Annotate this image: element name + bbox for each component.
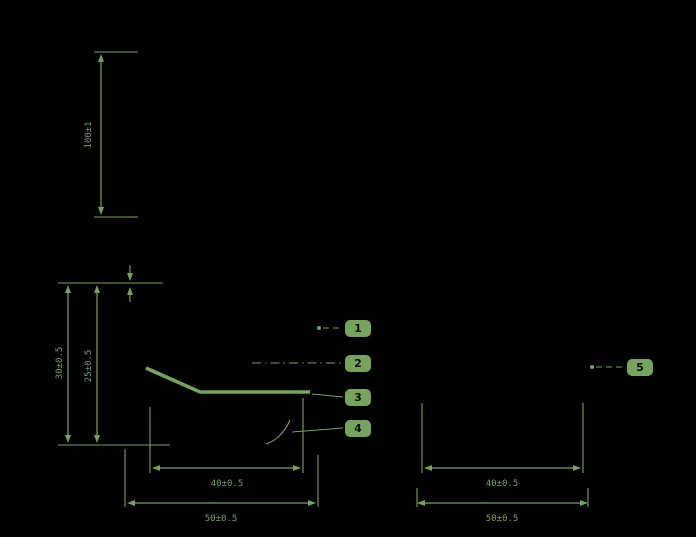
callout-4: 4 — [345, 420, 371, 437]
arrow-down-icon — [65, 435, 71, 443]
arrow-up-icon — [127, 287, 133, 295]
dim-label-bottom-left-inner: 40±0.5 — [211, 479, 244, 489]
dim-bottom-right-group: 40±0.5 50±0.5 — [416, 403, 589, 524]
arrow-up-icon — [98, 54, 104, 62]
arrow-left-icon — [417, 500, 425, 506]
profile-surface-line — [145, 366, 310, 394]
callout-3: 3 — [345, 389, 371, 406]
leader-line-4 — [291, 427, 344, 433]
callout-5: 5 — [627, 359, 653, 376]
callout-badge — [345, 389, 371, 406]
arrow-right-icon — [573, 465, 581, 471]
arrow-right-icon — [580, 500, 588, 506]
dim-label-left-outer: 30±0.5 — [55, 347, 65, 380]
dim-label-bottom-left-outer: 50±0.5 — [205, 514, 238, 524]
dim-label-bottom-right-inner: 40±0.5 — [486, 479, 519, 489]
callout-number: 1 — [354, 322, 362, 335]
callout-badge — [627, 359, 653, 376]
dim-label-top-height: 100±1 — [84, 121, 94, 148]
callout-number: 5 — [636, 361, 644, 374]
callout-badge — [345, 420, 371, 437]
thin-layer-arrows — [127, 265, 133, 302]
dim-label-bottom-right-outer: 50±0.5 — [486, 514, 519, 524]
dim-left-group: 30±0.5 25±0.5 — [55, 265, 170, 446]
arrow-left-icon — [424, 465, 432, 471]
dim-bottom-left-group: 40±0.5 50±0.5 — [127, 465, 316, 524]
arrow-down-icon — [127, 273, 133, 281]
callout-2: 2 — [345, 355, 371, 372]
leader-dot — [590, 365, 594, 369]
profile-fillet-curve — [265, 419, 291, 445]
callout-number: 4 — [354, 422, 362, 435]
arrow-down-icon — [98, 207, 104, 215]
callout-number: 2 — [354, 357, 362, 370]
callout-number: 3 — [354, 391, 362, 404]
leader-line-3 — [311, 393, 344, 398]
leaders — [252, 326, 625, 433]
leader-dot — [317, 326, 321, 330]
arrow-left-icon — [127, 500, 135, 506]
callout-1: 1 — [345, 320, 371, 337]
arrow-right-icon — [293, 465, 301, 471]
arrow-down-icon — [94, 435, 100, 443]
dim-label-left-inner: 25±0.5 — [84, 350, 94, 383]
dim-top-height: 100±1 — [84, 51, 138, 218]
arrow-up-icon — [94, 285, 100, 293]
callout-badge — [345, 320, 371, 337]
profile — [124, 366, 319, 507]
callout-badge — [345, 355, 371, 372]
arrow-left-icon — [152, 465, 160, 471]
arrow-up-icon — [65, 285, 71, 293]
arrow-right-icon — [308, 500, 316, 506]
